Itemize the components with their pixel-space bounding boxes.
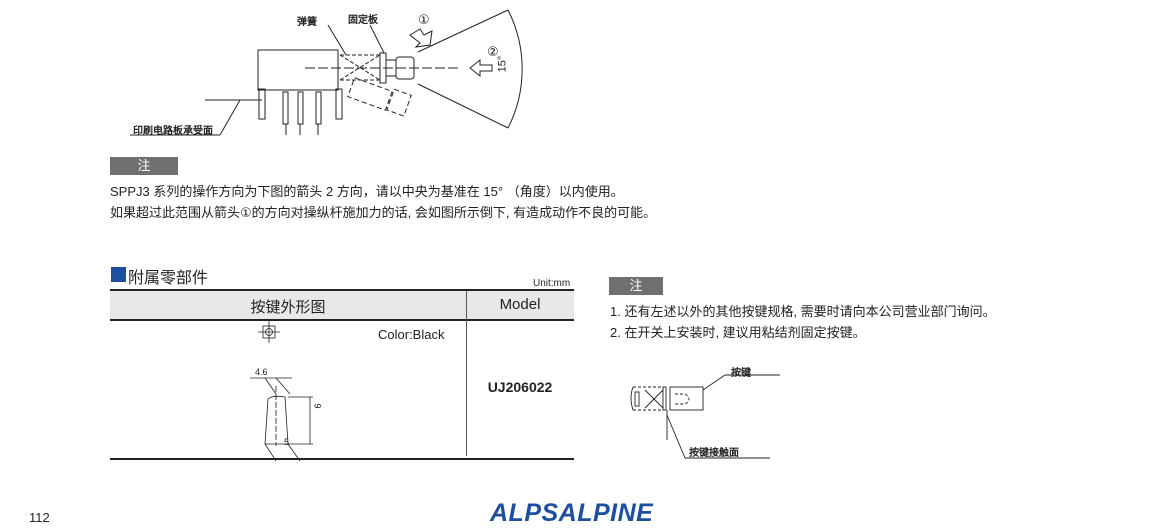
contact-surface-label: 按键接触面 [689, 448, 739, 459]
knob-outline-drawing [250, 321, 314, 462]
page-number: 112 [29, 510, 50, 525]
note-line-2: 如果超过此范围从箭头①的方向对操纵杆施加力的话, 会如图所示倒下, 有造成动作不… [110, 205, 657, 220]
alpsalpine-logo: ALPSALPINE [490, 499, 654, 527]
angle-label: 15° [496, 55, 509, 73]
arrow2-label: ② [487, 44, 499, 59]
note-badge: 注 [110, 157, 178, 175]
color-label: Color:Black [378, 327, 445, 342]
switch-operation-diagram [130, 9, 523, 136]
dim-height: 9 [312, 403, 323, 409]
pcb-surface-label: 印刷电路板承受面 [133, 126, 213, 137]
fixed-plate-label: 固定板 [348, 15, 378, 26]
knob-contact-diagram [630, 374, 780, 459]
model-number: UJ206022 [487, 379, 553, 395]
section-title: 附属零部件 [128, 270, 209, 287]
column-divider [466, 291, 467, 456]
pins [258, 88, 343, 135]
header-drawing: 按键外形图 [250, 299, 326, 316]
section-marker-icon [111, 267, 126, 282]
unit-label: Unit:mm [533, 278, 571, 289]
spring-label: 弹簧 [297, 17, 317, 28]
note2-item-2: 2. 在开关上安装时, 建议用粘结剂固定按键。 [610, 325, 866, 340]
knob-label: 按键 [731, 368, 751, 379]
dim-top-width: 4.6 [255, 367, 268, 377]
note-line-1: SPPJ3 系列的操作方向为下图的箭头 2 方向，请以中央为基准在 15° （角… [110, 184, 624, 199]
note2-item-1: 1. 还有左述以外的其他按键规格, 需要时请向本公司营业部门询问。 [610, 304, 996, 319]
arrow1-label: ① [418, 12, 430, 27]
accessory-table: 按键外形图 Model Color:Black UJ206022 4.6 9 5 [110, 289, 574, 462]
note2-badge: 注 [609, 277, 663, 295]
dim-bottom-width: 5 [284, 437, 290, 447]
table-header: 按键外形图 Model [110, 291, 574, 321]
header-model: Model [499, 296, 541, 313]
